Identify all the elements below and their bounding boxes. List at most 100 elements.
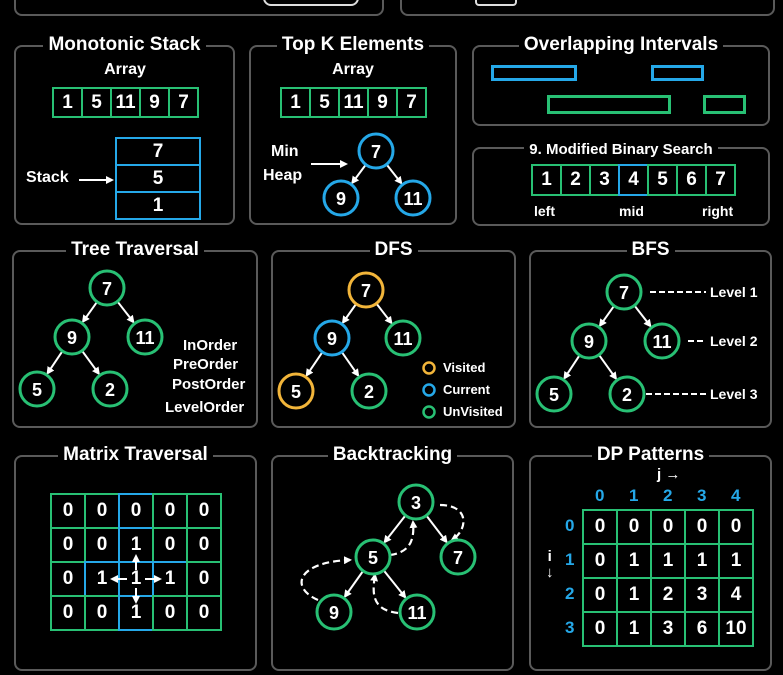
top-left-panel-partial (14, 0, 384, 16)
tree-node-label: 9 (329, 603, 339, 623)
panel-title: Top K Elements (276, 34, 430, 55)
panel-title: Tree Traversal (66, 239, 204, 260)
panel-title: Backtracking (327, 444, 458, 465)
tree-node: 2 (608, 375, 646, 413)
tree-node: 7 (357, 132, 395, 170)
dp-cell: 1 (650, 543, 686, 579)
tree-node: 11 (126, 318, 164, 356)
tree-node-label: 5 (368, 548, 378, 568)
tree-traversal-panel: Tree Traversal (12, 239, 258, 428)
legend-visited-label: Visited (443, 360, 486, 375)
down-arrow-icon: ↓ (546, 564, 554, 581)
array-cell: 11 (338, 87, 369, 118)
tree-node: 9 (313, 319, 351, 357)
tree-node-circle (398, 593, 436, 631)
tree-node: 5 (18, 370, 56, 408)
dp-column-index: 4 (731, 486, 741, 505)
tree-node-circle (277, 372, 315, 410)
monotonic-stack-panel: Monotonic Stack (14, 34, 235, 225)
dp-cell: 1 (616, 543, 652, 579)
dp-cell: 1 (616, 577, 652, 613)
dp-cell: 0 (582, 611, 618, 647)
matrix-cell: 0 (84, 493, 120, 529)
tree-edge-arrow (382, 569, 407, 599)
dp-column-index: 2 (663, 486, 673, 505)
tree-node: 5 (277, 372, 315, 410)
tree-node-circle (126, 318, 164, 356)
tree-node-circle (357, 132, 395, 170)
backtrack-dashed-arrow (389, 520, 418, 557)
level-label: Level 1 (710, 284, 758, 300)
dp-row-index: 3 (565, 618, 575, 637)
order-label: PostOrder (172, 376, 246, 393)
array-cell: 7 (168, 87, 199, 118)
dp-row-index: 2 (565, 584, 575, 603)
array-label: Array (332, 61, 374, 78)
tree-edge-arrow (633, 304, 652, 328)
legend-unvisited-label: UnVisited (443, 404, 503, 419)
top-k-panel: Top K Elements (249, 34, 457, 225)
tree-node-circle (439, 538, 477, 576)
level-label: Level 2 (710, 333, 758, 349)
tree-node-label: 5 (291, 382, 301, 402)
dp-column-index: 0 (595, 486, 605, 505)
array-label: Array (104, 61, 146, 78)
mid-pointer-label: mid (619, 203, 644, 219)
stack-cell: 1 (115, 191, 201, 220)
stack-cell: 7 (115, 137, 201, 166)
panel-title: BFS (626, 239, 675, 260)
tree-edge-arrow (116, 300, 135, 324)
array-cell: 9 (139, 87, 170, 118)
tree-node: 5 (535, 375, 573, 413)
stack-label: Stack (26, 169, 69, 186)
tree-edge-arrow (81, 350, 100, 376)
tree-node: 11 (643, 322, 681, 360)
tree-node-circle (535, 375, 573, 413)
tree-edge-arrow (341, 303, 357, 325)
array-cell: 7 (396, 87, 427, 118)
panel-title: Monotonic Stack (43, 34, 206, 55)
tree-node: 3 (397, 483, 435, 521)
dp-column-index: 3 (697, 486, 707, 505)
array-cell: 9 (367, 87, 398, 118)
tree-edge-arrow (305, 351, 324, 377)
panel-title: Overlapping Intervals (518, 34, 724, 55)
tree-node: 9 (53, 318, 91, 356)
tree-edge-arrow (81, 301, 98, 324)
backtrack-dashed-arrow (439, 503, 465, 542)
tree-node-label: 7 (361, 281, 371, 301)
matrix-traversal-panel: Matrix Traversal (14, 444, 257, 671)
matrix-cell: 0 (186, 527, 222, 563)
dp-cell: 1 (718, 543, 754, 579)
i-label: i (547, 548, 552, 565)
tree-edge-arrow (598, 305, 615, 328)
interval-bar (547, 95, 671, 114)
tree-node: 7 (88, 269, 126, 307)
tree-node: 11 (384, 319, 422, 357)
tree-node-circle (384, 319, 422, 357)
interval-bar (703, 95, 746, 114)
tree-edge-arrow (385, 163, 403, 185)
matrix-cell: 0 (186, 595, 222, 631)
array-cell: 2 (560, 164, 591, 196)
tree-node-label: 9 (584, 332, 594, 352)
dp-column-index: 1 (629, 486, 639, 505)
tree-edge-arrow (383, 514, 407, 544)
backtracking-panel: Backtracking (271, 444, 514, 671)
backtrack-dashed-arrow (370, 573, 399, 615)
tree-node-circle (608, 375, 646, 413)
tree-edge-arrow (563, 354, 581, 380)
tree-node-label: 7 (453, 548, 463, 568)
j-label: j (657, 466, 662, 483)
tree-node-circle (88, 269, 126, 307)
panel-title: Matrix Traversal (58, 444, 213, 465)
legend-visited-dot (422, 361, 436, 375)
panel-title: DP Patterns (591, 444, 710, 465)
tree-node-label: 11 (403, 189, 422, 209)
dp-row-index: 1 (565, 550, 575, 569)
tree-node-label: 7 (371, 142, 381, 162)
legend-current-label: Current (443, 382, 490, 397)
tree-node-label: 11 (135, 328, 154, 348)
tree-node: 5 (354, 538, 392, 576)
tree-node-circle (350, 372, 388, 410)
